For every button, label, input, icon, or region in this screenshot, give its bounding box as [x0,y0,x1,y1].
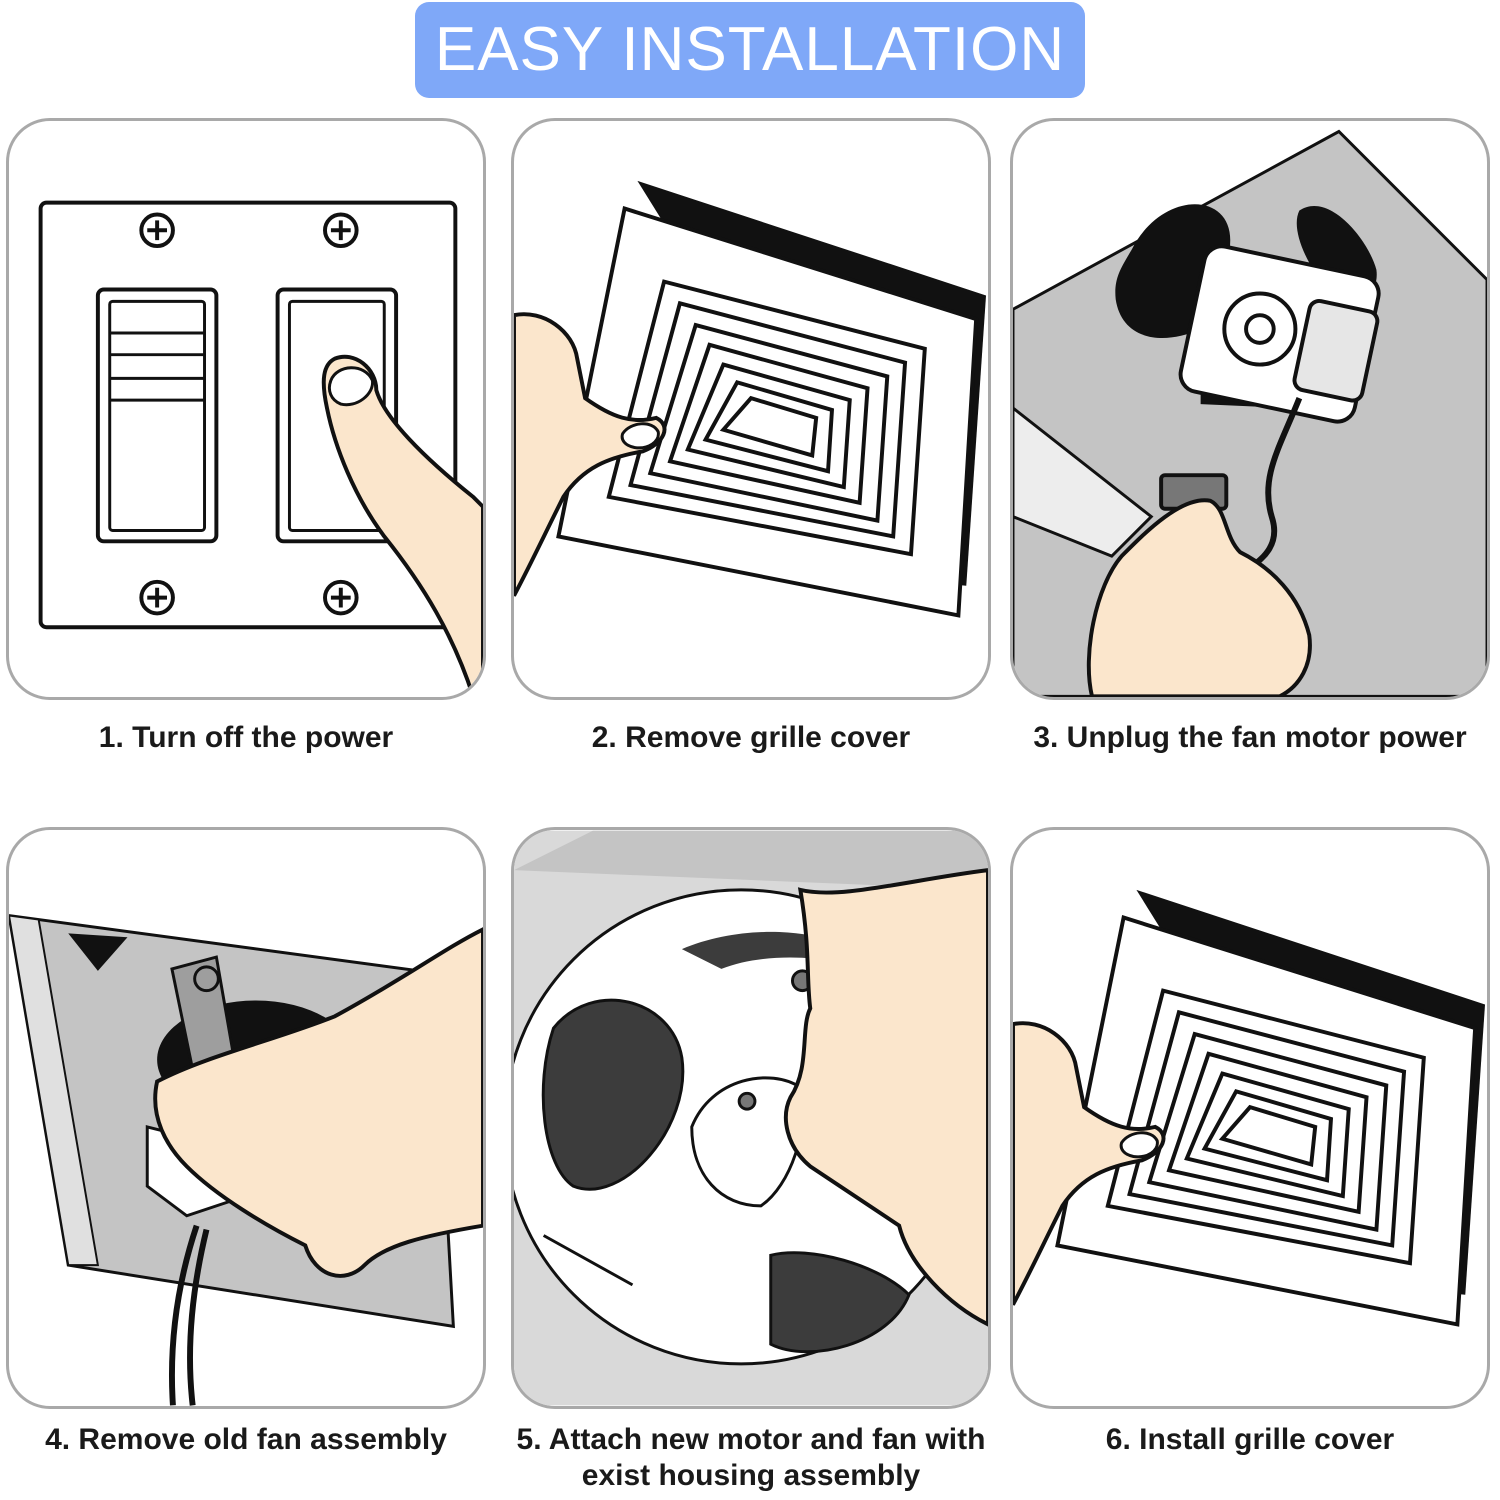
step-1-caption: 1. Turn off the power [98,721,394,754]
step-4-panel [6,827,486,1409]
step-2-caption: 2. Remove grille cover [591,721,911,754]
grille-cover-illustration [514,180,987,618]
step-3-panel [1010,118,1490,700]
title-banner: EASY INSTALLATION [415,2,1085,98]
step-6-caption: 6. Install grille cover [1105,1423,1395,1456]
unplug-motor-illustration [1013,129,1487,697]
step-4-caption: 4. Remove old fan assembly [45,1423,447,1456]
step-5-caption: 5. Attach new motor and fan with exist h… [516,1423,986,1492]
step-1-panel [6,118,486,700]
step-3-caption: 3. Unplug the fan motor power [1033,721,1467,754]
step-5-panel [511,827,991,1409]
step-2-panel [511,118,991,700]
wall-switch-illustration [38,200,483,697]
remove-fan-illustration [9,914,483,1406]
install-grille-illustration [1013,889,1486,1327]
screw-icon [139,212,359,616]
step-6-panel [1010,827,1490,1409]
attach-motor-illustration [514,830,988,1406]
